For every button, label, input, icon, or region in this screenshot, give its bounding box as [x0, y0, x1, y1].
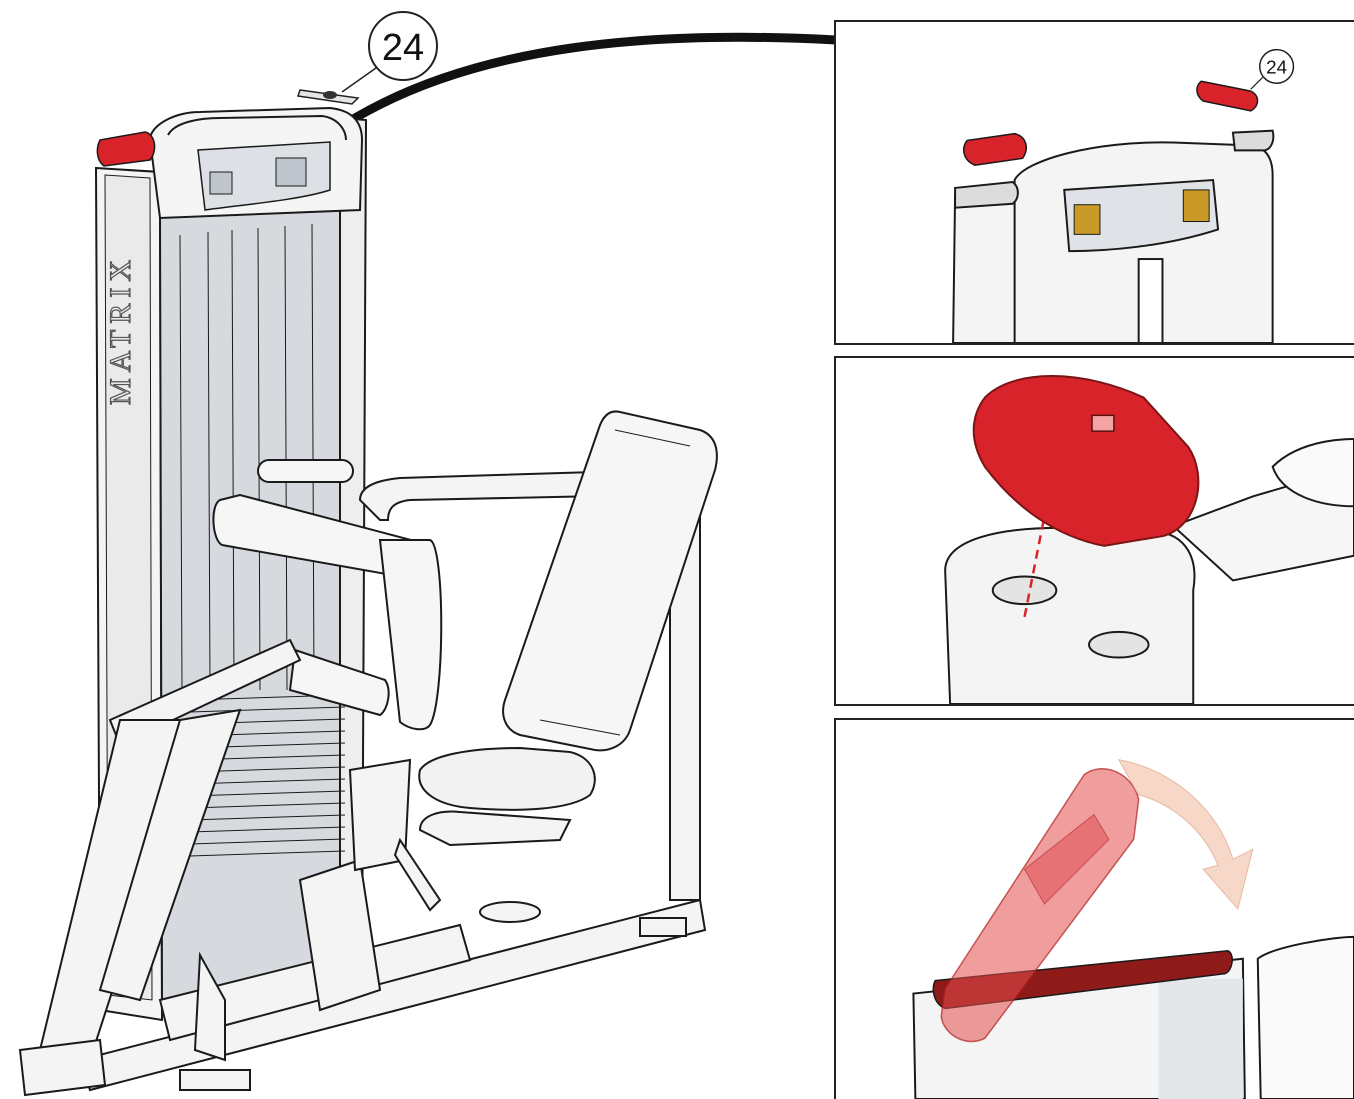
- part-callout-24: 24: [341, 11, 438, 93]
- brand-text: MATRIX: [104, 254, 137, 405]
- detail-callout-24: 24: [1250, 48, 1295, 90]
- leg-press-arm: [18, 638, 302, 1097]
- back-pad: [212, 459, 443, 731]
- detail-callout-number: 24: [1266, 56, 1287, 77]
- leader-curve: [350, 32, 841, 123]
- carriage-assembly: [298, 758, 572, 1012]
- detail-cap-alignment: [834, 356, 1354, 706]
- detail-cap-snap-down: [834, 718, 1354, 1099]
- red-cap-exploded: [972, 375, 1200, 547]
- red-cap-ghost: [940, 768, 1140, 1043]
- seat-backrest: [502, 410, 718, 752]
- part-24-small: [297, 89, 360, 105]
- red-end-cap: [96, 131, 156, 167]
- rotation-arrow: [1117, 759, 1254, 911]
- callout-number: 24: [382, 27, 424, 69]
- detail-top-cap-location: 24: [834, 20, 1354, 345]
- alignment-guide: [1023, 506, 1048, 618]
- red-part-24: [1196, 80, 1259, 112]
- seat-pad: [418, 746, 596, 811]
- red-cap-left: [963, 132, 1027, 166]
